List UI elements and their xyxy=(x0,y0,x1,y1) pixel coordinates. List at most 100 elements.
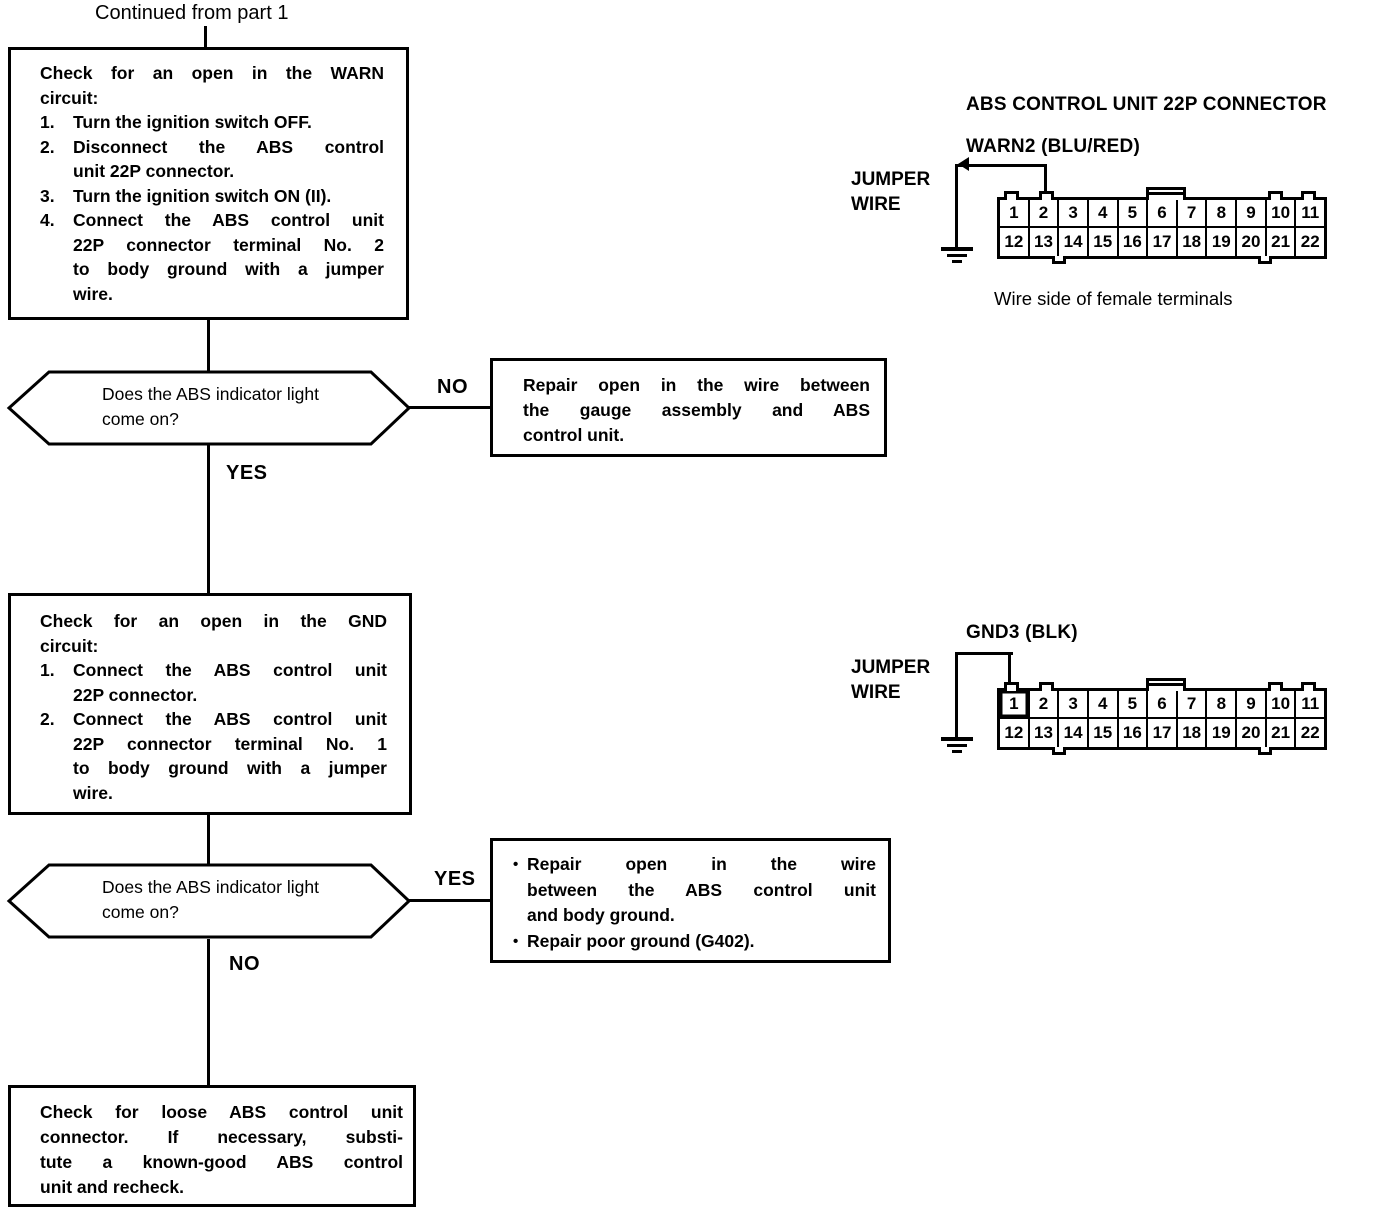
pin-cell: 11 xyxy=(1296,691,1325,719)
repair-line: the gauge assembly and ABS xyxy=(523,400,870,420)
pin-cell: 19 xyxy=(1207,719,1238,747)
pin-cell: 22 xyxy=(1300,723,1320,742)
pin-cell: 9 xyxy=(1237,200,1267,228)
question-line: come on? xyxy=(102,902,179,922)
bullet-item: • Repair poor ground (G402). xyxy=(513,929,876,955)
step-number: 2. xyxy=(40,136,55,157)
repair-line: control unit. xyxy=(523,425,625,445)
no-label: NO xyxy=(229,953,260,975)
pin-cell: 5 xyxy=(1118,691,1149,719)
pin-cell: 18 xyxy=(1178,228,1208,256)
repair-line: between the ABS control unit xyxy=(527,879,876,900)
pin-cell: 11 xyxy=(1296,200,1325,228)
jumper-wire xyxy=(955,164,958,248)
connector-latch-tab xyxy=(1146,678,1186,691)
box-title-line: Check for an open in the WARN xyxy=(40,63,384,83)
pin-cell: 13 xyxy=(1030,719,1060,747)
box-title-line: Check for an open in the GND xyxy=(40,611,387,631)
step-number: 4. xyxy=(40,210,55,230)
step-item: 3. Turn the ignition switch ON (II). xyxy=(40,184,384,209)
repair-line: Repair poor ground (G402). xyxy=(527,930,755,951)
pin-cell: 10 xyxy=(1266,200,1297,228)
bullet-text: Repair poor ground (G402). xyxy=(527,929,876,955)
question-line: Does the ABS indicator light xyxy=(102,384,319,404)
jumper-wire xyxy=(955,652,958,738)
pin-cell: 7 xyxy=(1177,691,1208,719)
continued-from-label: Continued from part 1 xyxy=(95,2,289,24)
step-line: 22P connector. xyxy=(73,684,198,705)
step-line: 22P connector terminal No. 1 xyxy=(73,733,387,754)
step-line: unit 22P connector. xyxy=(73,161,235,181)
pin-cell: 10 xyxy=(1266,691,1297,719)
pin-cell: 6 xyxy=(1148,691,1178,719)
repair-line: Repair open in the wire xyxy=(527,854,876,874)
connector-panel-title: ABS CONTROL UNIT 22P CONNECTOR xyxy=(966,94,1327,115)
connector-tab xyxy=(1004,682,1019,691)
pin-cell: 1 xyxy=(1000,691,1030,719)
decision-question: Does the ABS indicator light come on? xyxy=(102,875,319,925)
step-line: to body ground with a jumper xyxy=(73,758,387,778)
step-number: 3. xyxy=(40,185,55,206)
connector-tab xyxy=(1258,747,1272,755)
step-line: wire. xyxy=(73,283,113,304)
pin-cell: 12 xyxy=(1000,719,1030,747)
pin-cell: 20 xyxy=(1237,228,1267,256)
connector-tab xyxy=(1052,747,1066,755)
gnd3-terminal-label: GND3 (BLK) xyxy=(966,622,1078,643)
warn2-terminal-label: WARN2 (BLU/RED) xyxy=(966,136,1140,157)
pin-cell: 15 xyxy=(1089,719,1119,747)
box-title-line: circuit: xyxy=(40,87,99,108)
question-line: Does the ABS indicator light xyxy=(102,877,319,897)
step-line: Disconnect the ABS control xyxy=(73,136,384,157)
connector-tab xyxy=(1039,682,1054,691)
arrowhead-icon xyxy=(958,157,969,171)
connector-tab xyxy=(1258,256,1272,264)
step-item: 1. Turn the ignition switch OFF. xyxy=(40,110,384,135)
step-line: Turn the ignition switch ON (II). xyxy=(73,185,332,206)
jumper-wire xyxy=(1044,164,1047,191)
step-text: Disconnect the ABS control unit 22P conne… xyxy=(73,135,384,184)
step-line: to body ground with a jumper xyxy=(73,259,384,279)
pin-cell: 3 xyxy=(1059,200,1089,228)
box-title: Check for an open in the WARN circuit: xyxy=(40,61,384,110)
step-line: 22P connector terminal No. 2 xyxy=(73,234,384,255)
bullet-marker: • xyxy=(513,856,519,873)
no-label: NO xyxy=(437,376,468,398)
pin-cell: 16 xyxy=(1119,719,1149,747)
pin-cell: 5 xyxy=(1118,200,1149,228)
final-line: tute a known-good ABS control xyxy=(40,1152,403,1172)
pin-cell: 15 xyxy=(1089,228,1119,256)
jumper-wire xyxy=(1008,652,1011,682)
connector-tab xyxy=(1039,191,1054,200)
jumper-label-line: WIRE xyxy=(851,682,901,703)
pin-cell: 17 xyxy=(1148,228,1178,256)
yes-label: YES xyxy=(226,462,268,484)
pin-cell: 2 xyxy=(1029,691,1060,719)
pin-cell: 8 xyxy=(1207,200,1238,228)
jumper-wire xyxy=(955,652,1013,655)
pin-cell: 22 xyxy=(1300,232,1320,251)
bullet-item: • Repair open in the wire between the ABS… xyxy=(513,852,876,929)
wire-side-caption: Wire side of female terminals xyxy=(994,288,1233,309)
connector-line xyxy=(207,813,210,865)
pin-cell: 9 xyxy=(1237,691,1267,719)
connector-line xyxy=(207,445,210,595)
pin-cell: 3 xyxy=(1059,691,1089,719)
final-line: connector. If necessary, substi- xyxy=(40,1127,403,1147)
pin-cell: 16 xyxy=(1119,228,1149,256)
pin-cell: 18 xyxy=(1178,719,1208,747)
pin-cell: 6 xyxy=(1148,200,1178,228)
step-line: Connect the ABS control unit xyxy=(73,210,384,230)
pin-cell: 14 xyxy=(1059,228,1089,256)
pin-cell: 20 xyxy=(1237,719,1267,747)
step-text: Turn the ignition switch OFF. xyxy=(73,110,384,135)
